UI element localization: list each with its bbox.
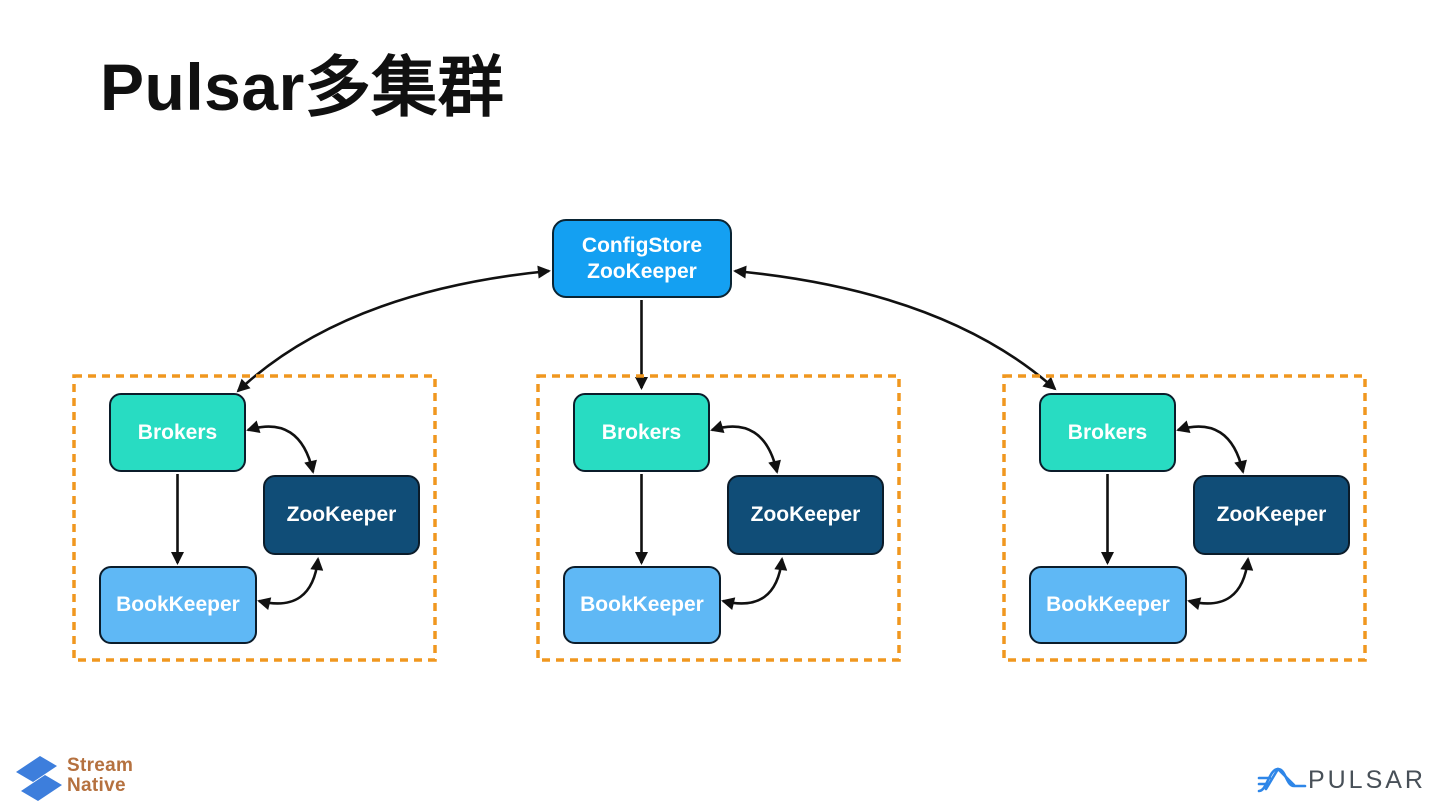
- zookeeper-label: ZooKeeper: [286, 503, 397, 526]
- brokers-node: Brokers: [109, 393, 246, 472]
- brokers-node: Brokers: [573, 393, 710, 472]
- cluster-1-frame-and-arrows: [72, 374, 437, 662]
- zookeeper-node: ZooKeeper: [1193, 475, 1350, 555]
- brokers-label: Brokers: [137, 420, 218, 444]
- pulsar-logo: PULSAR: [1257, 760, 1426, 800]
- zookeeper-node: ZooKeeper: [727, 475, 884, 555]
- cluster-3: Brokers ZooKeeper BookKeeper: [1002, 374, 1367, 662]
- bookkeeper-node: BookKeeper: [99, 566, 257, 644]
- cluster-2-frame-and-arrows: [536, 374, 901, 662]
- zookeeper-label: ZooKeeper: [750, 503, 861, 526]
- arrow-bookkeeper-zookeeper: [1187, 557, 1254, 610]
- page-title: Pulsar多集群: [100, 50, 505, 124]
- arrow-bookkeeper-zookeeper: [721, 557, 788, 610]
- cluster-1: Brokers ZooKeeper BookKeeper: [72, 374, 437, 662]
- bookkeeper-node: BookKeeper: [1029, 566, 1187, 644]
- cluster-3-frame-and-arrows: [1002, 374, 1367, 662]
- brokers-label: Brokers: [1067, 420, 1148, 444]
- cluster-dashed-border: [1002, 374, 1367, 662]
- brokers-node: Brokers: [1039, 393, 1176, 472]
- streamnative-logo-icon: [16, 756, 62, 801]
- streamnative-label-line2: Native: [67, 775, 126, 796]
- cluster-dashed-border: [536, 374, 901, 662]
- arrow-config-cluster3: [733, 265, 1057, 391]
- cluster-2: Brokers ZooKeeper BookKeeper: [536, 374, 901, 662]
- streamnative-logo: Stream Native: [12, 749, 133, 803]
- bookkeeper-label: BookKeeper: [116, 593, 240, 616]
- bookkeeper-label: BookKeeper: [1046, 593, 1170, 616]
- streamnative-label-line1: Stream: [67, 755, 134, 776]
- configstore-zookeeper-node: ConfigStore ZooKeeper: [552, 219, 732, 298]
- arrow-brokers-zookeeper: [710, 420, 781, 474]
- pulsar-label: PULSAR: [1307, 765, 1426, 794]
- pulsar-logo-icon: [1257, 767, 1307, 793]
- arrow-bookkeeper-zookeeper: [257, 557, 324, 610]
- zookeeper-node: ZooKeeper: [263, 475, 420, 555]
- brokers-label: Brokers: [601, 420, 682, 444]
- cluster-dashed-border: [72, 374, 437, 662]
- configstore-label-line2: ZooKeeper: [587, 259, 697, 283]
- arrow-brokers-zookeeper: [246, 420, 317, 474]
- bookkeeper-node: BookKeeper: [563, 566, 721, 644]
- arrow-config-cluster1: [236, 265, 551, 393]
- arrow-brokers-zookeeper: [1176, 420, 1247, 474]
- configstore-label-line1: ConfigStore: [581, 233, 703, 257]
- zookeeper-label: ZooKeeper: [1216, 503, 1327, 526]
- bookkeeper-label: BookKeeper: [580, 593, 704, 616]
